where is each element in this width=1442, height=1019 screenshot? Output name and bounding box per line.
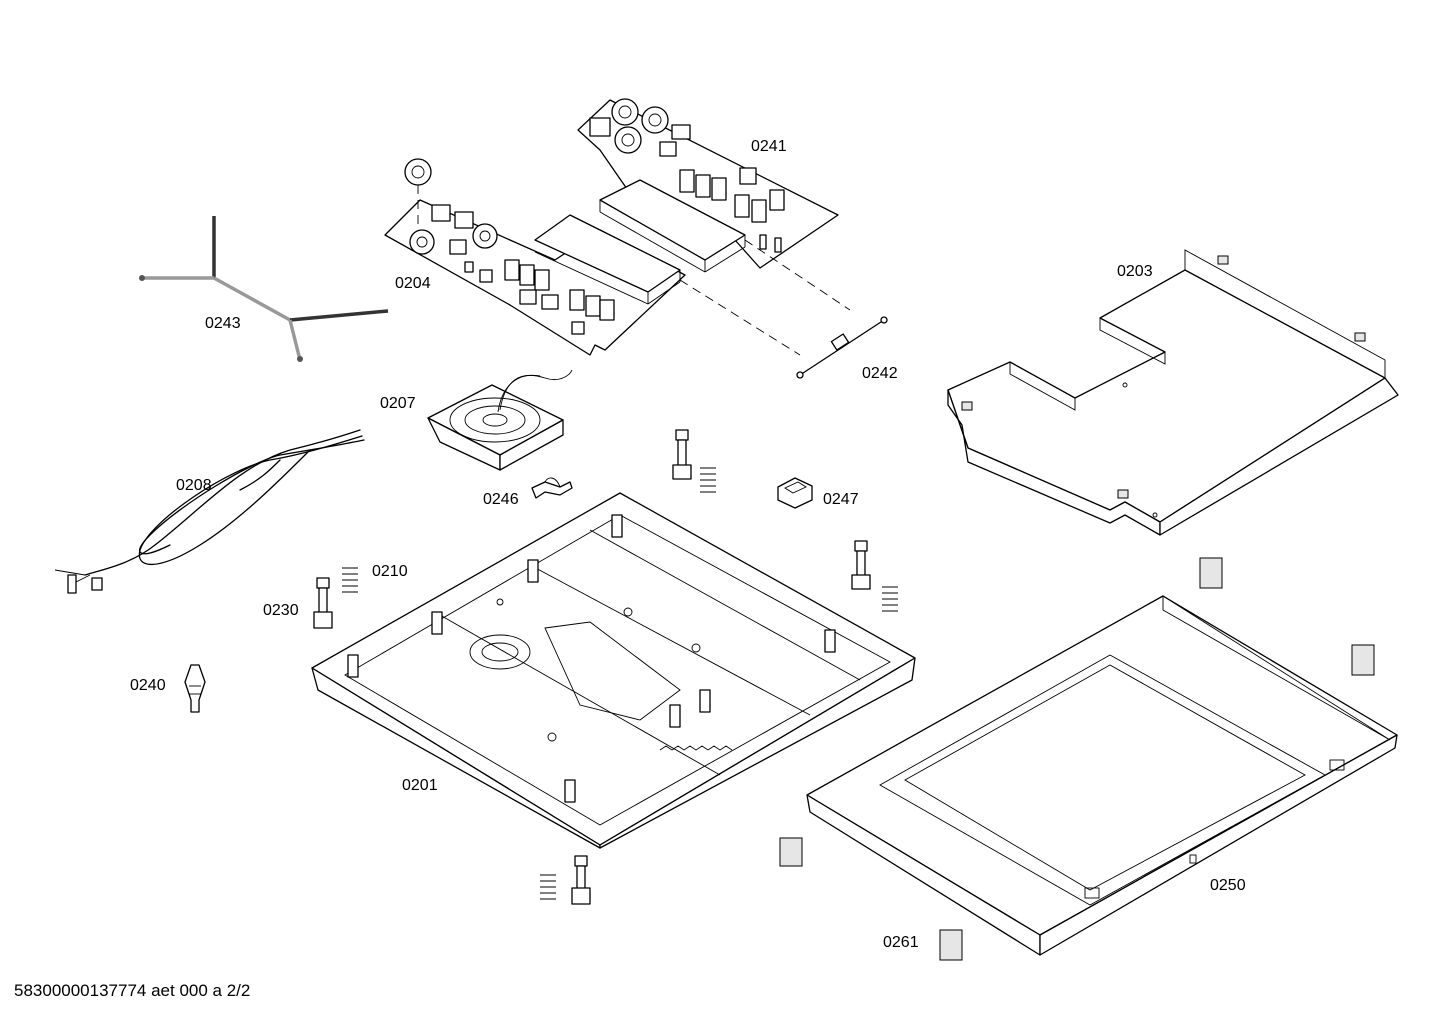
alignment-line <box>679 279 801 356</box>
part-0230-foot <box>313 577 333 629</box>
label-0204: 0204 <box>395 275 431 292</box>
part-0207-fan <box>427 369 573 471</box>
foot-with-spring <box>540 855 591 905</box>
label-0210: 0210 <box>372 563 408 580</box>
foot-with-spring <box>672 429 716 493</box>
label-0241: 0241 <box>751 138 787 155</box>
label-0261: 0261 <box>883 934 919 951</box>
label-0243: 0243 <box>205 315 241 332</box>
part-0241-circuit-board <box>577 98 839 273</box>
part-0243-ground-wire <box>139 216 389 362</box>
label-0250: 0250 <box>1210 877 1246 894</box>
label-0240: 0240 <box>130 677 166 694</box>
label-0208: 0208 <box>176 477 212 494</box>
label-0230: 0230 <box>263 602 299 619</box>
part-0246-clip <box>531 477 573 499</box>
part-0210-spring <box>342 567 358 593</box>
label-0247: 0247 <box>823 491 859 508</box>
part-0203-shield-plate <box>947 249 1399 536</box>
alignment-line <box>744 239 851 311</box>
part-0250-frame <box>779 557 1398 961</box>
label-0246: 0246 <box>483 491 519 508</box>
part-0240-rivet <box>184 664 206 713</box>
part-0201-base-housing <box>311 492 916 849</box>
part-0204-circuit-board <box>384 158 686 356</box>
part-0208-power-cord <box>54 429 365 594</box>
label-0201: 0201 <box>402 777 438 794</box>
document-id-footer: 58300000137774 aet 000 a 2/2 <box>14 981 251 1000</box>
label-0242: 0242 <box>862 365 898 382</box>
part-0242-cable <box>796 316 888 379</box>
foot-with-spring <box>851 540 898 612</box>
label-0207: 0207 <box>380 395 416 412</box>
label-0203: 0203 <box>1117 263 1153 280</box>
part-0247-bracket <box>777 477 813 509</box>
